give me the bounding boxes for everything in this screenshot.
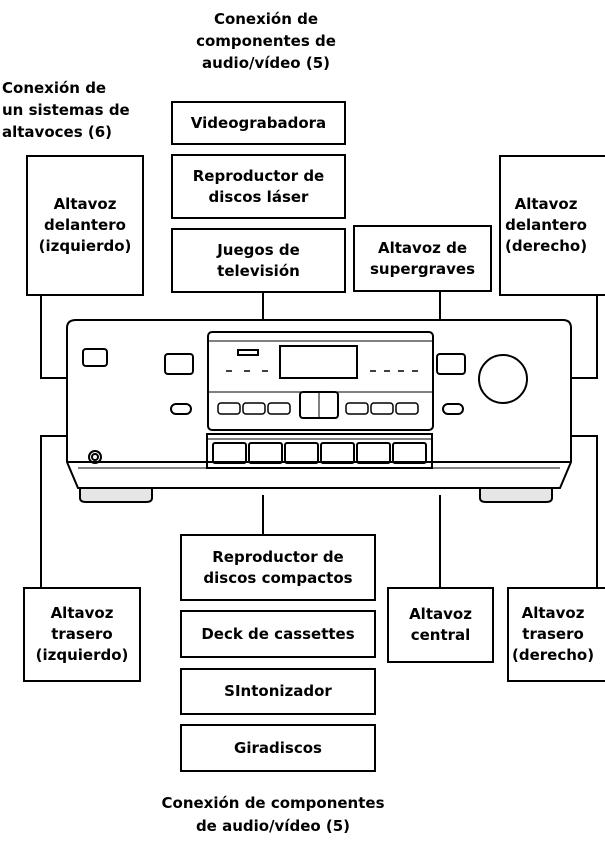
subwoofer-label: Altavoz de supergraves (369, 238, 476, 278)
source-button-3 (284, 442, 319, 464)
source-button-2 (248, 442, 283, 464)
center-speaker-box: Altavoz central (387, 587, 494, 663)
power-button (82, 348, 108, 367)
header-top-text: Conexión de componentes de audio/vídeo (… (196, 10, 336, 72)
front-left-speaker-box: Altavoz delantero (izquierdo) (26, 155, 144, 296)
laser-disc-player-box: Reproductor de discos láser (171, 154, 346, 219)
cassette-deck-box: Deck de cassettes (180, 610, 376, 658)
source-button-panel (206, 433, 433, 469)
source-button-5 (356, 442, 391, 464)
small-button-right (442, 403, 464, 415)
tv-games-label: Juegos de televisión (217, 240, 300, 280)
source-button-1 (212, 442, 247, 464)
center-speaker-label: Altavoz central (409, 605, 472, 644)
func-button-4 (345, 402, 369, 415)
func-button-6 (395, 402, 419, 415)
header-bottom-text: Conexión de componentes de audio/vídeo (… (161, 794, 385, 835)
tv-games-box: Juegos de televisión (171, 228, 346, 293)
func-button-3 (267, 402, 291, 415)
laser-disc-player-label: Reproductor de discos láser (192, 166, 325, 206)
cd-player-box: Reproductor de discos compactos (180, 534, 376, 601)
header-speaker-system: Conexión de un sistemas de altavoces (6) (2, 77, 162, 143)
front-right-speaker-box: Altavoz delantero (derecho) (499, 155, 605, 296)
input-button-right (436, 353, 466, 375)
volume-knob (478, 354, 528, 404)
small-button-left (170, 403, 192, 415)
turntable-label: Giradiscos (234, 738, 322, 757)
connector-line-front-right (570, 295, 598, 379)
display-panel (207, 331, 434, 431)
turntable-box: Giradiscos (180, 724, 376, 772)
videograbadora-label: Videograbadora (190, 113, 327, 132)
tuner-box: SIntonizador (180, 668, 376, 715)
rear-left-speaker-label: Altavoz trasero (izquierdo) (35, 604, 129, 664)
connector-line-rear-left (40, 435, 68, 588)
header-av-components-bottom: Conexión de componentes de audio/vídeo (… (128, 792, 418, 838)
header-speaker-text: Conexión de un sistemas de altavoces (6) (2, 79, 130, 141)
func-button-1 (217, 402, 241, 415)
connector-line-front-left (40, 295, 68, 379)
rear-right-speaker-label: Altavoz trasero (derecho) (512, 604, 595, 664)
display-screen (279, 345, 358, 379)
cd-player-label: Reproductor de discos compactos (203, 547, 353, 587)
input-button-left (164, 353, 194, 375)
func-button-5 (370, 402, 394, 415)
front-right-speaker-label: Altavoz delantero (derecho) (505, 195, 588, 255)
source-button-4 (320, 442, 355, 464)
subwoofer-box: Altavoz de supergraves (353, 225, 492, 292)
videograbadora-box: Videograbadora (171, 101, 346, 145)
rear-right-speaker-box: Altavoz trasero (derecho) (507, 587, 605, 682)
indicator-strip (237, 349, 259, 356)
rear-left-speaker-box: Altavoz trasero (izquierdo) (23, 587, 141, 682)
front-left-speaker-label: Altavoz delantero (izquierdo) (38, 195, 132, 255)
header-av-components-top: Conexión de componentes de audio/vídeo (… (186, 8, 346, 74)
cassette-deck-label: Deck de cassettes (201, 624, 355, 643)
headphone-jack (88, 450, 102, 464)
connector-line-rear-right (570, 435, 598, 588)
tuner-label: SIntonizador (224, 682, 332, 700)
source-button-6 (392, 442, 427, 464)
func-button-2 (242, 402, 266, 415)
